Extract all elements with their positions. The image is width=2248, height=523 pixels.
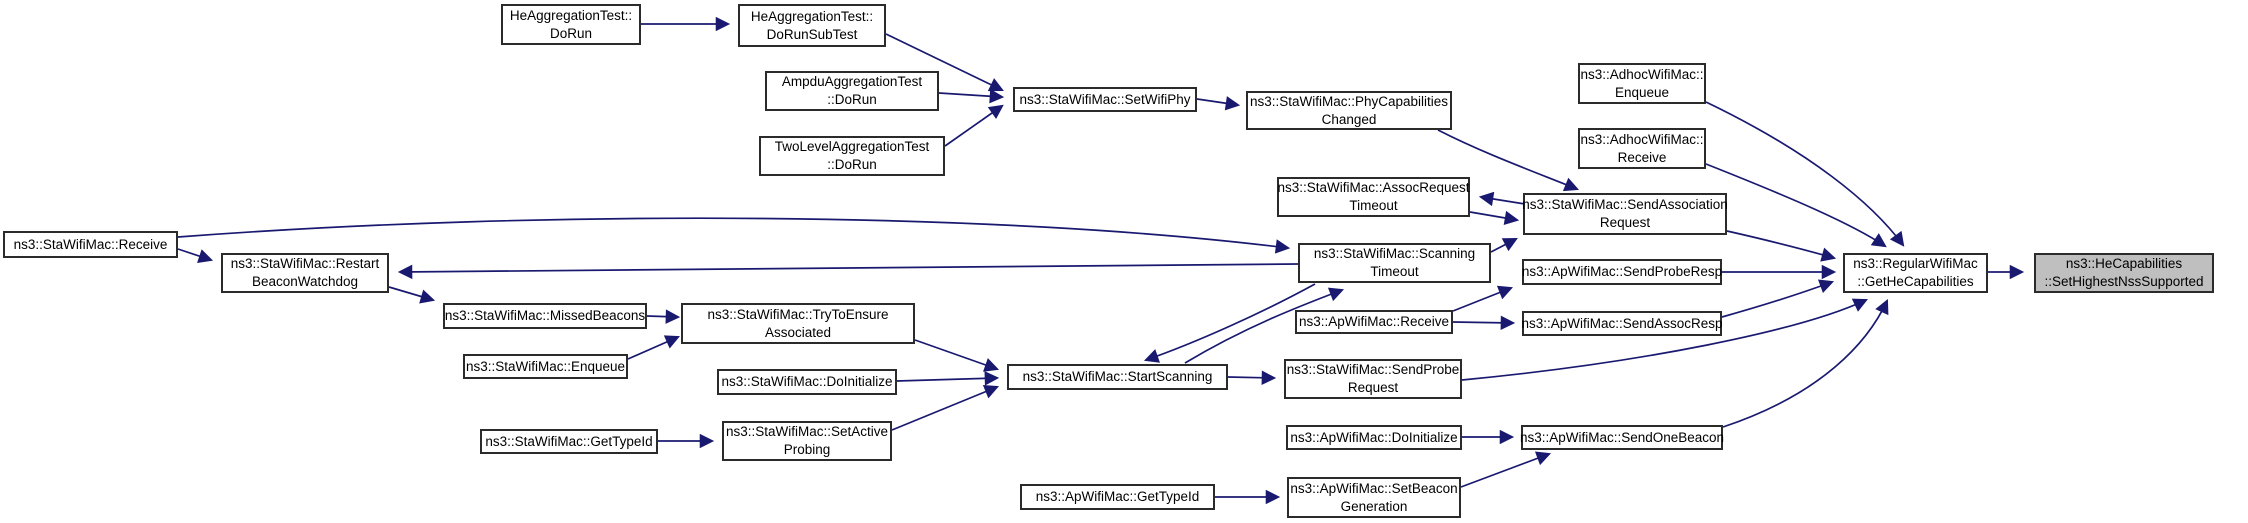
node-he-sethighestnsssupported: ns3::HeCapabilities ::SetHighestNssSuppo… [2034, 253, 2214, 293]
node-ap-sendonebeacon[interactable]: ns3::ApWifiMac::SendOneBeacon [1520, 425, 1724, 450]
node-sta-setactiveprobing[interactable]: ns3::StaWifiMac::SetActive Probing [722, 421, 892, 461]
edge-ap-sendonebeacon-to-regular-gethecapabilities [1722, 299, 1889, 428]
node-regular-gethecapabilities[interactable]: ns3::RegularWifiMac ::GetHeCapabilities [1843, 253, 1988, 293]
node-ap-sendassocresp[interactable]: ns3::ApWifiMac::SendAssocResp [1521, 311, 1723, 336]
node-sta-setwifiphy[interactable]: ns3::StaWifiMac::SetWifiPhy [1013, 87, 1197, 112]
edge-ap-receive-to-ap-sendproberesp [1452, 285, 1514, 312]
edge-sta-sendassociationrequest-to-regular-gethecapabilities [1726, 230, 1837, 262]
edge-sta-sendassociationrequest-to-sta-assocrequesttimeout [1478, 191, 1526, 207]
node-sta-restartbeaconwatchdog[interactable]: ns3::StaWifiMac::Restart BeaconWatchdog [221, 253, 389, 293]
node-sta-assocrequesttimeout[interactable]: ns3::StaWifiMac::AssocRequest Timeout [1277, 177, 1470, 217]
node-sta-missedbeacons[interactable]: ns3::StaWifiMac::MissedBeacons [443, 303, 647, 329]
node-adhoc-enqueue[interactable]: ns3::AdhocWifiMac:: Enqueue [1578, 63, 1706, 104]
edge-sta-missedbeacons-to-sta-trytoensureassociated [646, 309, 681, 324]
node-ap-setbeacongeneration[interactable]: ns3::ApWifiMac::SetBeacon Generation [1287, 477, 1461, 518]
node-sta-receive[interactable]: ns3::StaWifiMac::Receive [3, 231, 178, 258]
node-sta-doinitialize[interactable]: ns3::StaWifiMac::DoInitialize [717, 369, 897, 395]
edge-he-dorunsubtest-to-sta-setwifiphy [885, 33, 1004, 92]
edge-adhoc-receive-to-regular-gethecapabilities [1705, 163, 1887, 248]
edge-sta-sendproberequest-to-regular-gethecapabilities [1461, 298, 1868, 381]
edge-sta-receive-to-sta-restartbeaconwatchdog [177, 248, 214, 263]
node-ampdu-dorun[interactable]: AmpduAggregationTest ::DoRun [765, 71, 939, 111]
node-twolevel-dorun[interactable]: TwoLevelAggregationTest ::DoRun [759, 136, 945, 176]
edge-ap-sendassocresp-to-regular-gethecapabilities [1721, 279, 1835, 318]
edge-ap-receive-to-ap-sendassocresp [1452, 315, 1516, 331]
edge-sta-restartbeaconwatchdog-to-sta-missedbeacons [388, 286, 436, 304]
node-sta-sendproberequest[interactable]: ns3::StaWifiMac::SendProbe Request [1284, 359, 1462, 399]
node-sta-gettypeid[interactable]: ns3::StaWifiMac::GetTypeId [480, 429, 658, 454]
edge-sta-trytoensureassociated-to-sta-startscanning [914, 339, 1000, 372]
node-adhoc-receive[interactable]: ns3::AdhocWifiMac:: Receive [1578, 128, 1706, 169]
edge-sta-receive-to-sta-scanningtimeout [177, 217, 1291, 254]
edge-ampdu-dorun-to-sta-setwifiphy [938, 89, 1005, 104]
node-he-dorunsubtest[interactable]: HeAggregationTest:: DoRunSubTest [738, 4, 886, 47]
edge-sta-startscanning-to-sta-scanningtimeout [1184, 287, 1345, 364]
node-ap-sendproberesp[interactable]: ns3::ApWifiMac::SendProbeResp [1522, 259, 1722, 285]
edge-sta-setwifiphy-to-sta-phycapschanged [1196, 96, 1241, 111]
edge-ap-setbeacongeneration-to-ap-sendonebeacon [1460, 451, 1552, 488]
edge-sta-scanningtimeout-to-sta-sendassociationrequest [1490, 238, 1518, 253]
edge-sta-assocrequesttimeout-to-sta-sendassociationrequest [1469, 210, 1520, 226]
edge-sta-enqueue-to-sta-trytoensureassociated [627, 335, 680, 360]
node-he-dorun[interactable]: HeAggregationTest:: DoRun [501, 4, 641, 45]
node-ap-doinitialize[interactable]: ns3::ApWifiMac::DoInitialize [1286, 425, 1462, 450]
node-sta-phycapschanged[interactable]: ns3::StaWifiMac::PhyCapabilities Changed [1246, 91, 1452, 130]
edge-sta-doinitialize-to-sta-startscanning [896, 371, 1000, 386]
edge-sta-setactiveprobing-to-sta-startscanning [891, 384, 1000, 431]
node-sta-enqueue[interactable]: ns3::StaWifiMac::Enqueue [463, 354, 628, 379]
node-sta-scanningtimeout[interactable]: ns3::StaWifiMac::Scanning Timeout [1298, 243, 1491, 283]
node-ap-gettypeid[interactable]: ns3::ApWifiMac::GetTypeId [1020, 484, 1215, 510]
edge-sta-phycapschanged-to-sta-sendassociationrequest [1437, 129, 1580, 192]
node-sta-startscanning[interactable]: ns3::StaWifiMac::StartScanning [1007, 364, 1228, 390]
node-sta-sendassociationrequest[interactable]: ns3::StaWifiMac::SendAssociation Request [1522, 193, 1728, 235]
edge-sta-startscanning-to-sta-sendproberequest [1227, 370, 1277, 385]
edge-sta-scanningtimeout-to-sta-restartbeaconwatchdog [397, 263, 1299, 280]
edge-adhoc-enqueue-to-regular-gethecapabilities [1705, 101, 1905, 247]
edge-sta-scanningtimeout-to-sta-startscanning [1143, 283, 1316, 363]
edge-twolevel-dorun-to-sta-setwifiphy [944, 104, 1004, 147]
node-sta-trytoensureassociated[interactable]: ns3::StaWifiMac::TryToEnsure Associated [681, 303, 915, 344]
node-ap-receive[interactable]: ns3::ApWifiMac::Receive [1295, 310, 1453, 334]
